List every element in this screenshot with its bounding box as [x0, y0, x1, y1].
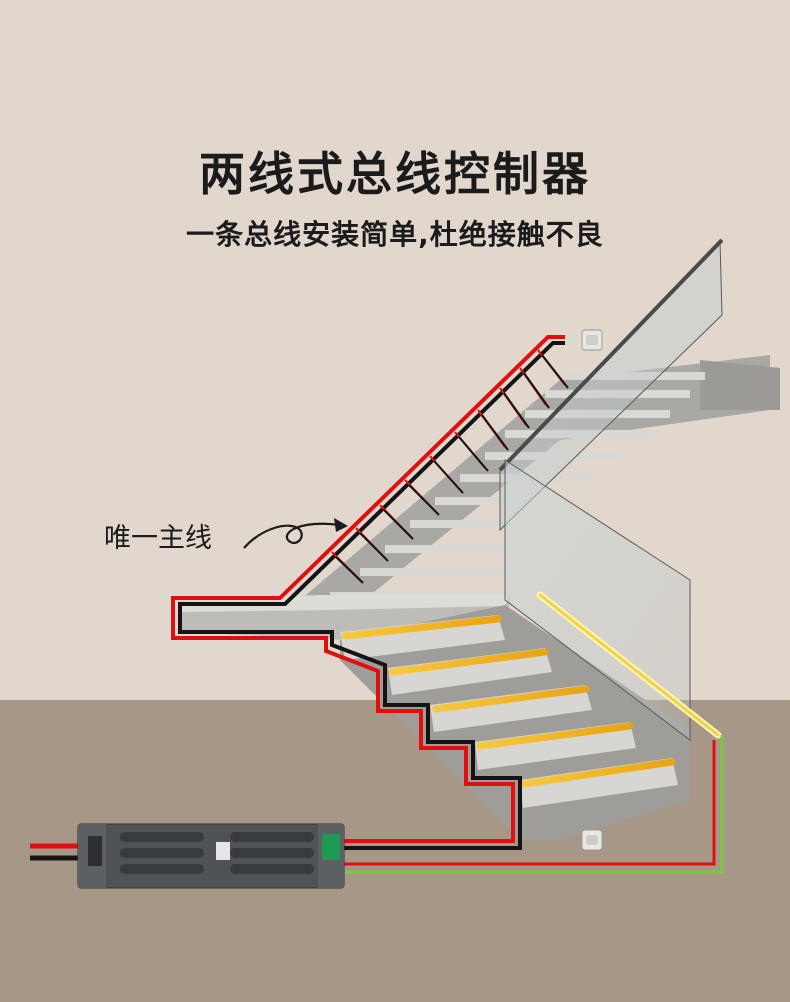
branch-wires	[331, 349, 569, 584]
upper-flight	[300, 355, 770, 620]
upper-landing	[700, 360, 780, 410]
controller-device	[77, 823, 345, 889]
bus-callout-label: 唯一主线	[104, 523, 212, 554]
sensor-icon	[581, 329, 603, 351]
lower-led-strips	[341, 615, 676, 788]
page-title: 两线式总线控制器	[199, 147, 591, 201]
bus-cable-red	[171, 335, 565, 843]
upper-handrail	[498, 238, 724, 472]
bus-cable-black	[178, 341, 565, 850]
arrow-icon	[243, 522, 341, 549]
page-subtitle: 一条总线安装简单,杜绝接触不良	[186, 218, 604, 251]
lower-glass-rail	[504, 459, 691, 742]
sensor-icon	[581, 829, 603, 851]
signal-wire-green	[340, 735, 724, 874]
signal-wire-red	[340, 740, 716, 866]
